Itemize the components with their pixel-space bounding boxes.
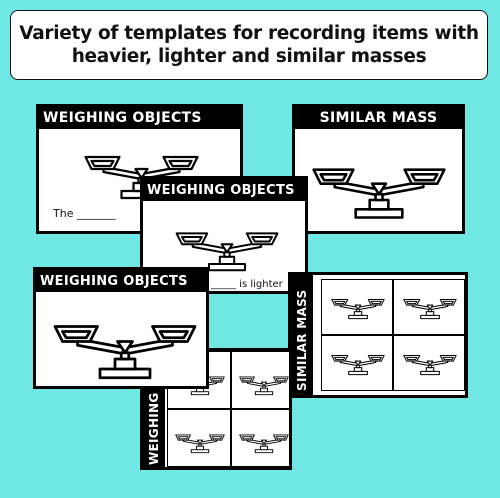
template-card-similar-mass-1: SIMILAR MASS [292,104,465,234]
template-card-similar-mass-2: SIMILAR MASS [288,272,468,398]
balance-scale-icon [53,325,197,380]
card-title: WEIGHING OBJECTS [36,270,206,292]
template-card-weighing-1: WEIGHING OBJECTS The _______ [36,104,243,234]
balance-scale-icon [312,168,446,219]
card-title: WEIGHING OBJECTS [39,107,240,129]
balance-scale-icon [403,298,457,320]
balance-scale-icon [403,354,457,376]
template-card-weighing-3: WEIGHING OBJECTS [33,267,209,389]
card-title: SIMILAR MASS [295,107,462,129]
card-title-vertical: SIMILAR MASS [291,275,313,395]
headline-text: Variety of templates for recording items… [19,23,479,67]
grid-cell [393,335,465,391]
sentence-text: The _______ [53,207,116,220]
grid-cell [231,409,289,467]
grid-cell [167,409,231,467]
balance-scale-icon [331,298,385,320]
headline-banner: Variety of templates for recording items… [10,10,488,80]
balance-scale-icon [331,354,385,376]
card-title: WEIGHING OBJECTS [143,179,305,201]
grid-cell [321,335,393,391]
grid-cell [231,351,289,409]
balance-scale-icon [239,434,289,454]
grid-cell [321,279,393,335]
balance-scale-icon [239,376,289,396]
balance-scale-icon [175,434,225,454]
sentence-text: _____ is lighter [211,279,283,290]
grid-cell [393,279,465,335]
balance-scale-icon [175,232,279,272]
